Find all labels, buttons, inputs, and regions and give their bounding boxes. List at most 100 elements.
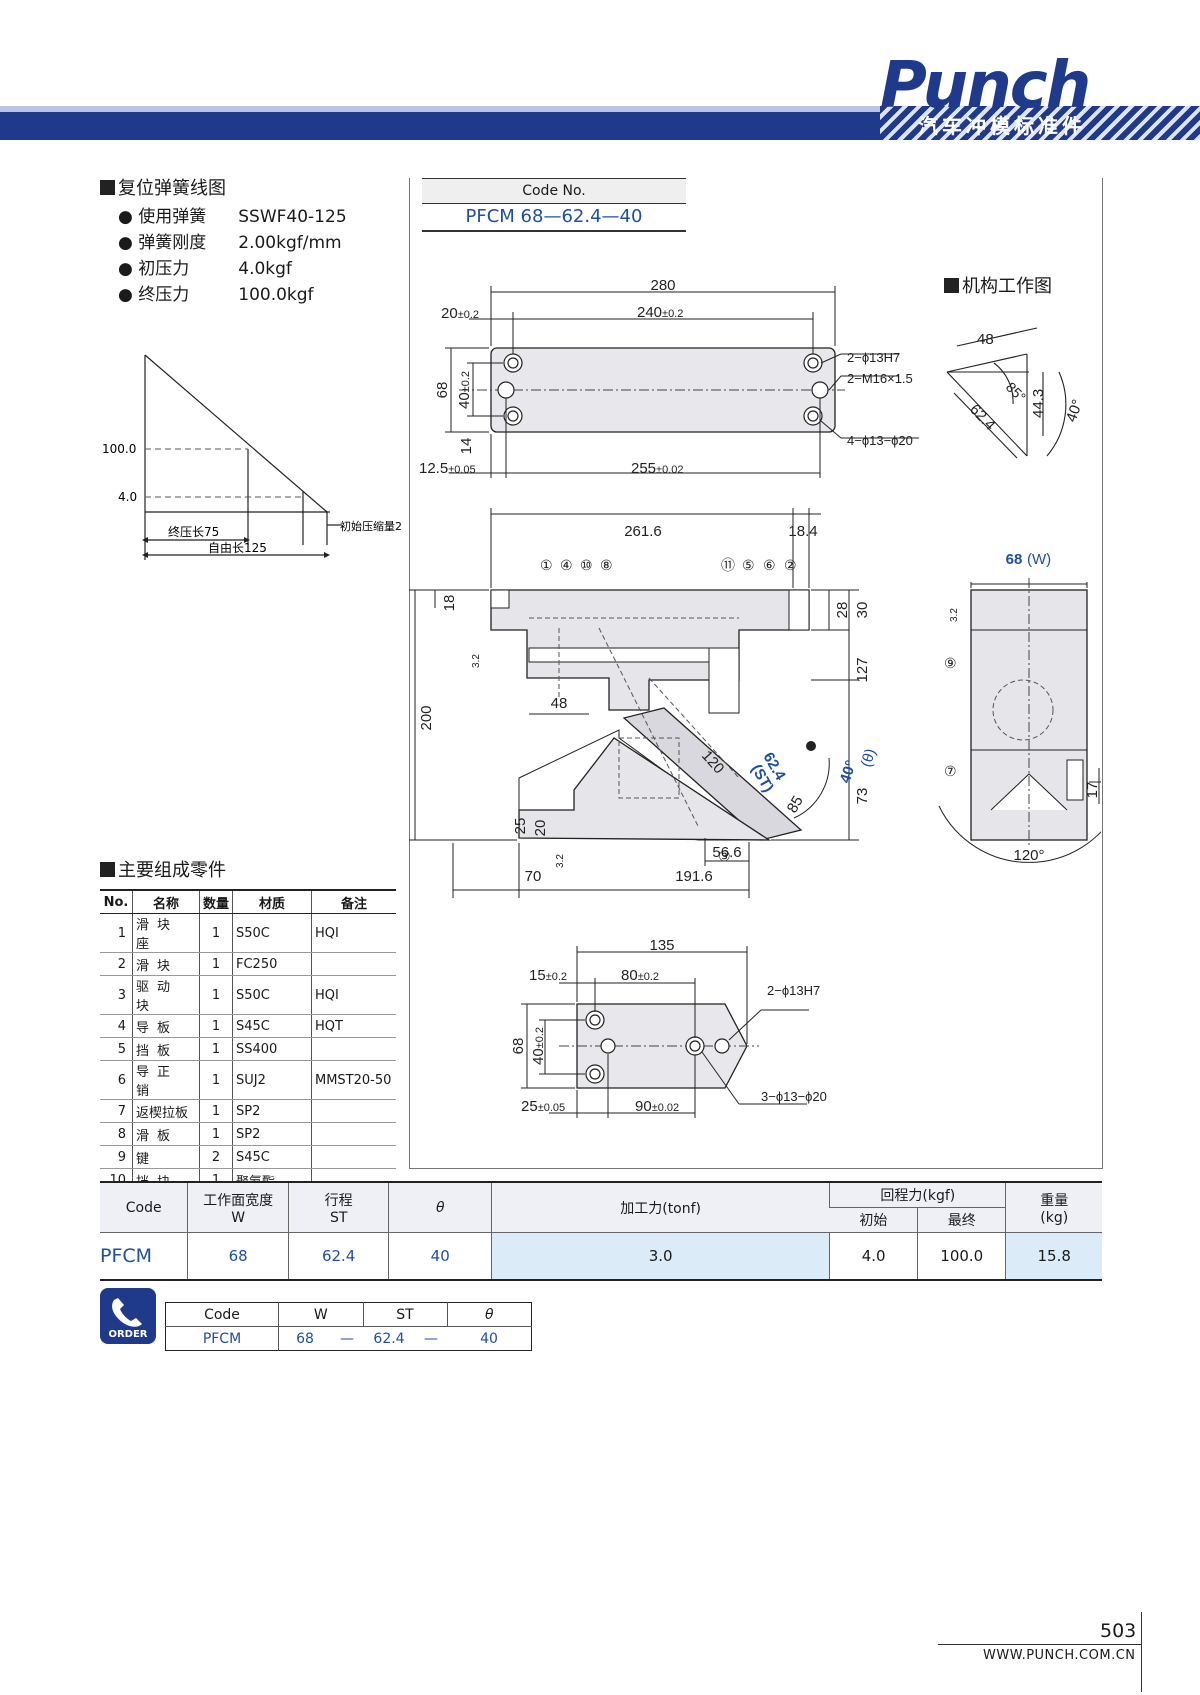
front-dim-200: 200 <box>418 705 435 730</box>
dim-68: 68 <box>434 382 451 399</box>
front-dim-20: 20 <box>532 820 549 837</box>
front-dim-73: 73 <box>854 788 871 805</box>
bottom-hole-callout-13-20: 3−ϕ13−ϕ20 <box>761 1089 827 1104</box>
part-no: 4 <box>100 1014 133 1038</box>
square-bullet-icon <box>944 278 959 293</box>
cam-front-view: 261.6 18.4 18 28 30 127 200 48 120 62.4 … <box>409 508 879 898</box>
order-code-value: PFCM <box>165 1326 279 1351</box>
part-material: SP2 <box>232 1099 312 1123</box>
square-bullet-icon <box>100 862 115 877</box>
spec-w-cell: 68 <box>187 1232 289 1280</box>
code-number-box: Code No. PFCM 68—62.4—40 <box>422 178 686 232</box>
part-name: 滑块 <box>132 952 200 976</box>
callout-4: ④ <box>560 557 573 573</box>
spec-theta-cell: 40 <box>388 1232 492 1280</box>
callout-11: ⑪ <box>721 557 735 573</box>
order-w-value: 68 <box>296 1330 314 1347</box>
square-bullet-icon <box>100 180 115 195</box>
bottom-dim-40: 40±0.2 <box>530 1027 547 1065</box>
part-material: SS400 <box>232 1037 312 1061</box>
spec-col-final: 最终 <box>917 1207 1006 1233</box>
dim-12-5: 12.5±0.05 <box>419 460 476 477</box>
parts-col-material: 材质 <box>232 889 312 914</box>
dim-240: 240±0.2 <box>637 304 683 321</box>
part-no: 2 <box>100 952 133 976</box>
part-no: 5 <box>100 1037 133 1061</box>
bottom-dim-68: 68 <box>510 1038 527 1055</box>
roughness-mark: 3.2 <box>471 654 482 668</box>
angle-dim-40deg: 40° <box>1063 397 1087 424</box>
hole-callout-m16: 2−M16×1.5 <box>847 371 913 386</box>
footer-url: WWW.PUNCH.COM.CN <box>983 1648 1136 1663</box>
angle-dim-62-4: 62.4 <box>966 401 999 434</box>
spec-col-return: 回程力(kgf) <box>829 1182 1006 1208</box>
part-no: 9 <box>100 1145 133 1169</box>
order-badge: ORDER <box>100 1288 156 1344</box>
part-qty: 1 <box>199 1060 233 1100</box>
front-dim-85: 85 <box>784 793 807 816</box>
front-dim-28: 28 <box>834 602 851 619</box>
side-angle-120: 120° <box>1013 847 1044 864</box>
angle-dim-44-3: 44.3 <box>1030 389 1047 418</box>
side-width-label: (W) <box>1027 551 1051 568</box>
part-no: 7 <box>100 1099 133 1123</box>
bottom-dim-135: 135 <box>649 937 674 954</box>
part-remark: HQI <box>311 975 396 1015</box>
header-stripes <box>880 106 1200 140</box>
phone-icon <box>112 1298 142 1327</box>
hole-callout-13-20: 4−ϕ13−ϕ20 <box>847 433 913 448</box>
angle-dim-48: 48 <box>977 331 994 348</box>
parts-header-row: No. 名称 数量 材质 备注 <box>100 889 396 914</box>
part-no: 1 <box>100 913 133 953</box>
order-separator: — <box>340 1330 354 1347</box>
callout-7: ⑦ <box>944 763 957 779</box>
callout-2: ② <box>784 557 797 573</box>
part-name: 滑板 <box>132 1122 200 1146</box>
part-qty: 1 <box>199 1037 233 1061</box>
spec-final-cell: 100.0 <box>917 1232 1006 1280</box>
part-qty: 1 <box>199 1014 233 1038</box>
part-name: 导正销 <box>132 1060 200 1100</box>
part-material: FC250 <box>232 952 312 976</box>
graph-y-high: 100.0 <box>102 442 136 456</box>
part-remark: HQT <box>311 1014 396 1038</box>
spec-col-initial: 初始 <box>829 1207 918 1233</box>
part-name: 驱动块 <box>132 975 200 1015</box>
spec-force-cell: 3.0 <box>491 1232 830 1280</box>
dim-40: 40±0.2 <box>456 371 473 409</box>
callout-10: ⑩ <box>580 557 593 573</box>
part-remark <box>311 1037 396 1061</box>
part-remark <box>311 1099 396 1123</box>
part-qty: 1 <box>199 913 233 953</box>
part-qty: 1 <box>199 1122 233 1146</box>
callout-5: ⑤ <box>742 557 755 573</box>
callout-1: ① <box>540 557 553 573</box>
order-col-w: W <box>278 1302 364 1327</box>
roughness-mark: 3.2 <box>949 608 960 622</box>
part-name: 返楔拉板 <box>132 1099 200 1123</box>
order-badge-label: ORDER <box>108 1329 148 1340</box>
side-dim-17: 17 <box>1084 782 1101 799</box>
part-name: 挡板 <box>132 1037 200 1061</box>
spec-data-row: PFCM 68 62.4 40 3.0 4.0 100.0 15.8 <box>100 1232 1102 1280</box>
cam-side-view: 68 (W) 17 120° ⑨ ⑦ 3.2 <box>938 551 1101 864</box>
front-dim-191-6: 191.6 <box>675 868 713 885</box>
bottom-dim-15: 15±0.2 <box>529 967 567 984</box>
part-material: S45C <box>232 1145 312 1169</box>
part-name: 键 <box>132 1145 200 1169</box>
part-remark: MMST20-50 <box>311 1060 396 1100</box>
order-separator: — <box>424 1330 438 1347</box>
